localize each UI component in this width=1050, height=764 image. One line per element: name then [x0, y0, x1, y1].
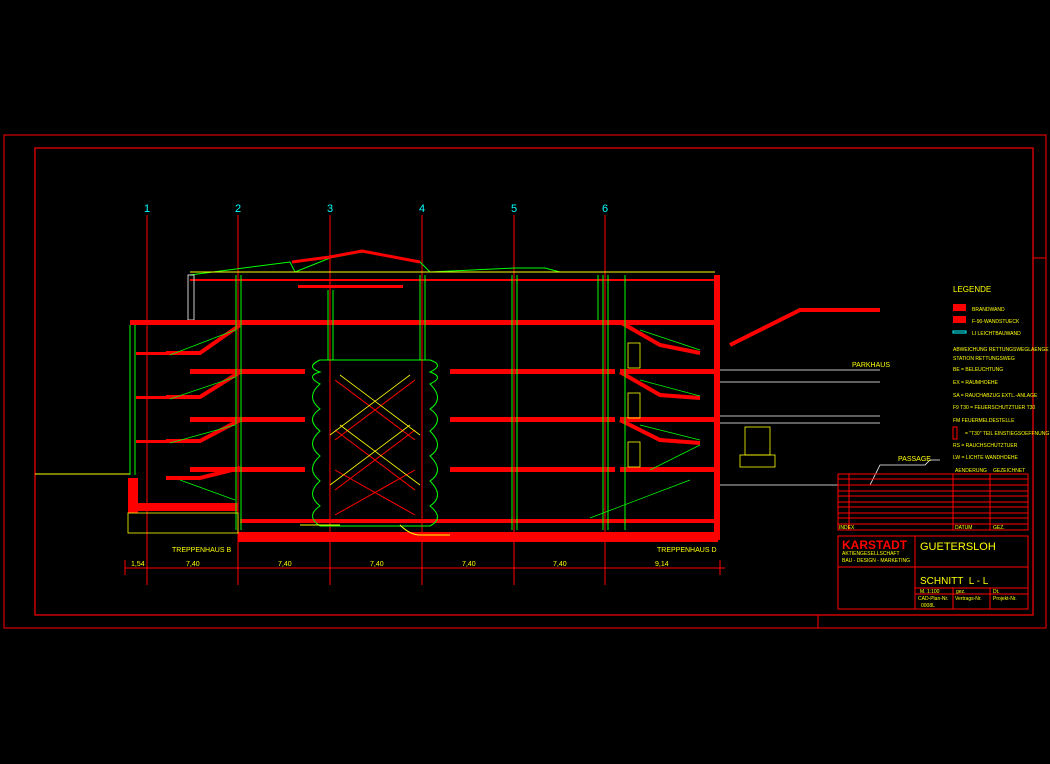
city-title: GUETERSLOH [920, 541, 996, 553]
floor-slabs [128, 275, 720, 542]
stair-label: TREPPENHAUS D [657, 547, 717, 554]
columns [129, 275, 626, 530]
legend-item: F-90-WANDSTUECK [972, 319, 1020, 325]
company-line: BAU - DESIGN - MARKETING [842, 558, 910, 564]
project-label: Projekt-Nr. [993, 596, 1017, 602]
dimension-line [124, 560, 725, 575]
inner-frame [34, 147, 1034, 616]
legend-note: LW = LICHTE WANDHOEHE [953, 455, 1019, 461]
axis-label: 2 [235, 203, 241, 215]
revision-footer: GEZ. [993, 525, 1005, 531]
legend-item: LI LEICHTBAUWAND [972, 331, 1021, 337]
dimension-value: 9,14 [655, 561, 669, 568]
legend-note: BE = BELEUCHTUNG [953, 367, 1003, 373]
atrium-escalators [300, 359, 450, 536]
axis-label: 3 [327, 203, 333, 215]
legend-note: ABWEICHUNG RETTUNGSWEGLAENGE [953, 347, 1049, 353]
legend-swatch-firewall [953, 304, 966, 311]
legend-note: STATION RETTUNGSWEG [953, 356, 1015, 362]
legend-swatch-light-wall [952, 330, 967, 334]
stair-label: TREPPENHAUS B [172, 547, 231, 554]
dimension-value: 7,40 [462, 561, 476, 568]
dimension-value: 7,40 [278, 561, 292, 568]
doors [127, 342, 776, 534]
axis-label: 6 [602, 203, 608, 215]
axis-label: 5 [511, 203, 517, 215]
legend-swatch-f90 [953, 316, 966, 323]
revision-footer: DATUM [955, 525, 972, 531]
stair-flights [166, 308, 880, 480]
outer-frame [3, 134, 1047, 629]
dimension-value: 7,40 [553, 561, 567, 568]
legend-note: = "T30" TEIL EINSTIEGSOEFFNUNG [965, 431, 1049, 437]
cad-label: CAD-Plan-Nr. [918, 596, 948, 602]
legend: LEGENDE BRANDWAND F-90-WANDSTUECK LI LEI… [952, 285, 1049, 461]
cad-value: 0008L [921, 603, 935, 609]
parking-label: PARKHAUS [852, 362, 890, 369]
passage-label: PASSAGE [898, 456, 931, 463]
parking-lines [720, 369, 880, 424]
revision-footer: INDEX [839, 525, 855, 531]
axis-label: 4 [419, 203, 425, 215]
roof [187, 249, 715, 321]
dimension-value: 1,54 [131, 561, 145, 568]
drawing-title: SCHNITT L - L [920, 576, 989, 587]
contract-label: Vertrags-Nr. [955, 596, 982, 602]
company-sub: AKTIENGESELLSCHAFT [842, 551, 900, 557]
legend-title: LEGENDE [953, 285, 991, 294]
company-logo: KARSTADT [842, 538, 908, 552]
legend-note: EX = RAUMHOEHE [953, 380, 999, 386]
scale: M. 1:100 [920, 589, 940, 595]
revision-header: GEZEICHNET [993, 468, 1025, 474]
legend-note: F9 T30 = FEUERSCHUTZTUER T30 [953, 405, 1035, 411]
legend-note: FM FEUERMELDESTELLE [953, 418, 1015, 424]
dimension-value: 7,40 [186, 561, 200, 568]
revision-table [837, 473, 1029, 531]
dimension-value: 7,40 [370, 561, 384, 568]
drawn-by: gez. [956, 589, 965, 595]
stair-hatching [169, 329, 701, 519]
door-symbol-icon [952, 426, 958, 440]
date: Dt. [993, 589, 999, 595]
legend-item: BRANDWAND [972, 307, 1005, 313]
legend-note: RS = RAUCHSCHUTZTUER [953, 443, 1018, 449]
revision-header: AENDERUNG [955, 468, 987, 474]
terrain-line [720, 459, 940, 486]
legend-note: SA = RAUCHABZUG EXTL.-ANLAGE [953, 393, 1038, 399]
title-block [837, 535, 1029, 610]
axis-label: 1 [144, 203, 150, 215]
